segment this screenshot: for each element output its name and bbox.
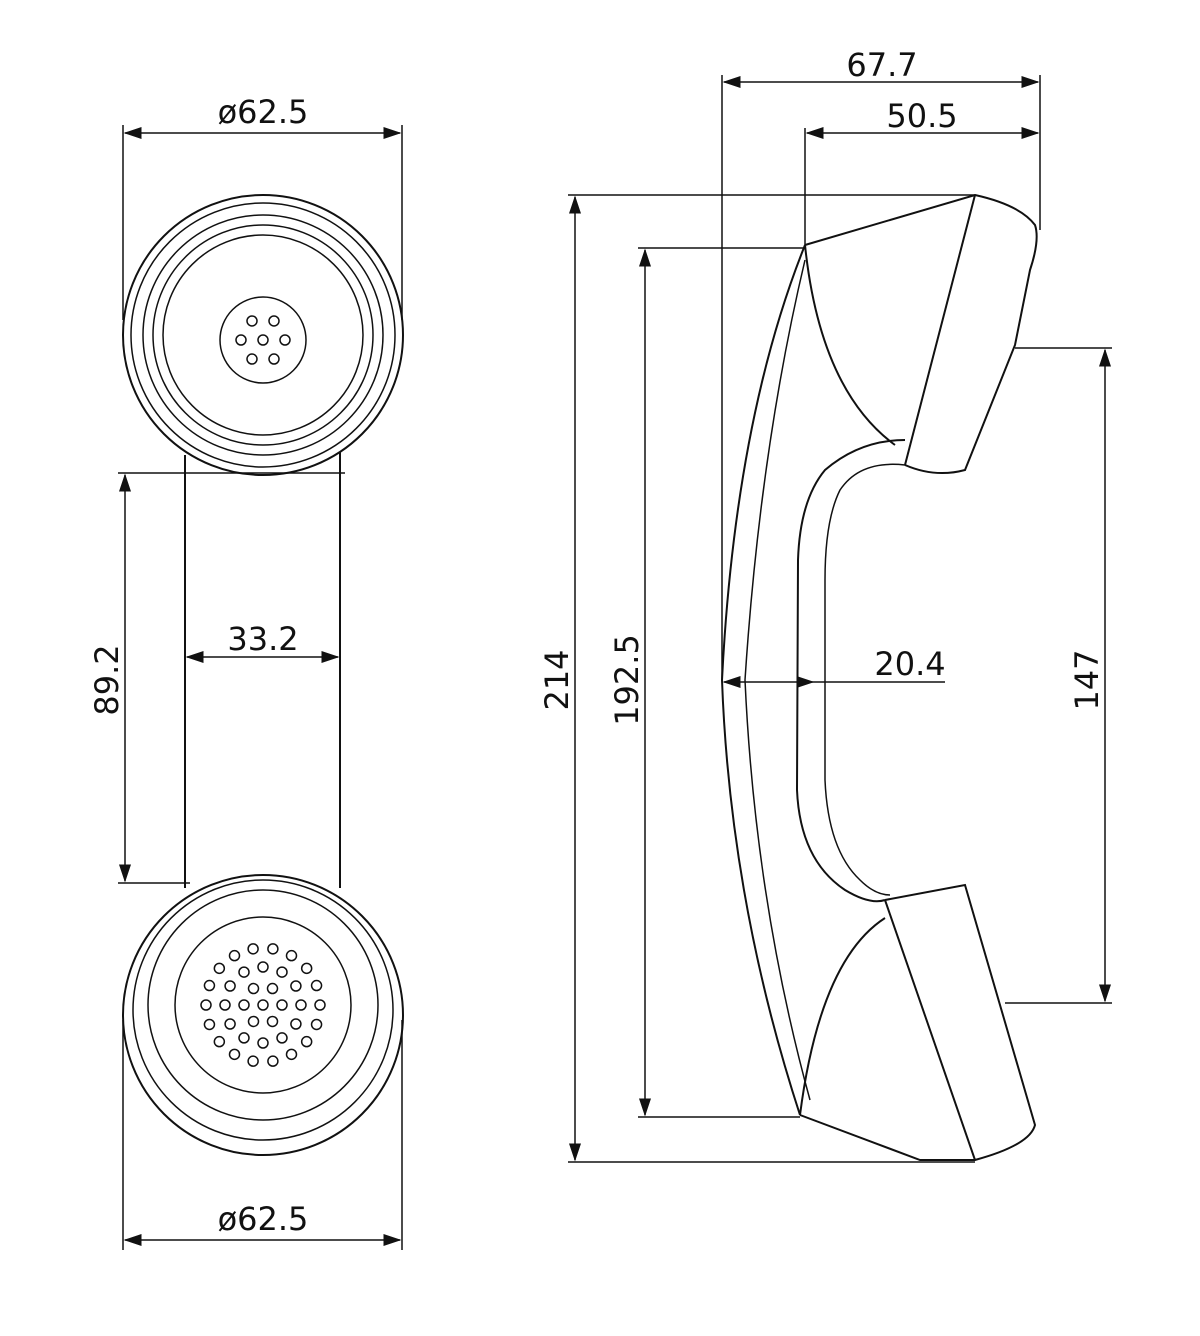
cup-spacing-label: 147 — [1068, 649, 1106, 710]
inner-length-label: 192.5 — [608, 634, 646, 726]
dimension-handle-width: 33.2 — [185, 620, 340, 663]
dimension-cup-depth: 50.5 — [804, 97, 1040, 245]
hole — [267, 943, 279, 955]
hole — [285, 1048, 298, 1061]
hole — [246, 353, 258, 365]
hole — [246, 315, 258, 327]
earpiece-holes — [235, 315, 291, 365]
hole — [247, 1015, 260, 1028]
hole — [290, 980, 302, 992]
hole — [219, 999, 231, 1011]
dimension-handle-length: 89.2 — [88, 472, 345, 884]
cup-depth-label: 50.5 — [886, 97, 957, 135]
side-view: 67.7 50.5 214 192.5 20.4 147 — [538, 46, 1112, 1163]
dimension-overall-length: 214 — [538, 194, 975, 1163]
hole — [247, 982, 260, 995]
overall-depth-label: 67.7 — [846, 46, 917, 84]
bottom-diameter-label: ø62.5 — [218, 1200, 309, 1238]
hole — [276, 966, 288, 978]
hole — [276, 999, 288, 1011]
handle-width-label: 33.2 — [227, 620, 298, 658]
hole — [257, 961, 269, 973]
hole — [203, 1018, 216, 1031]
hole — [266, 982, 279, 995]
hole — [257, 334, 269, 346]
dimension-bottom-diameter: ø62.5 — [122, 1020, 403, 1250]
front-view: ø62.5 ø62.5 89.2 33.2 — [88, 93, 404, 1250]
dimension-overall-depth: 67.7 — [721, 46, 1041, 680]
hole — [228, 1048, 241, 1061]
hole — [257, 1037, 269, 1049]
hole — [238, 999, 250, 1011]
handle-length-label: 89.2 — [88, 644, 126, 715]
hole — [314, 999, 326, 1011]
dimension-inner-length: 192.5 — [608, 247, 805, 1118]
dimension-cup-spacing: 147 — [1005, 347, 1112, 1004]
hole — [228, 949, 241, 962]
overall-length-label: 214 — [538, 649, 576, 710]
hole — [247, 1055, 259, 1067]
dimension-top-diameter: ø62.5 — [122, 93, 403, 320]
hole — [310, 979, 323, 992]
earpiece-cup — [122, 194, 404, 476]
hole — [224, 1018, 236, 1030]
handle-front — [184, 452, 341, 888]
hole — [300, 1035, 313, 1048]
top-diameter-label: ø62.5 — [218, 93, 309, 131]
hole — [268, 315, 280, 327]
hole — [295, 999, 307, 1011]
mouthpiece-cup — [122, 874, 404, 1156]
hole — [266, 1015, 279, 1028]
hole — [257, 999, 269, 1011]
hole — [290, 1018, 302, 1030]
hole — [235, 334, 247, 346]
hole — [238, 1032, 250, 1044]
dimension-handle-thickness: 20.4 — [722, 645, 946, 688]
hole — [300, 962, 313, 975]
hole — [224, 980, 236, 992]
mouthpiece-holes — [200, 943, 326, 1067]
hole — [310, 1018, 323, 1031]
hole — [200, 999, 212, 1011]
hole — [267, 1055, 279, 1067]
hole — [213, 1035, 226, 1048]
hole — [203, 979, 216, 992]
hole — [285, 949, 298, 962]
hole — [276, 1032, 288, 1044]
handle-thickness-label: 20.4 — [874, 645, 945, 683]
hole — [279, 334, 291, 346]
hole — [247, 943, 259, 955]
hole — [213, 962, 226, 975]
hole — [238, 966, 250, 978]
hole — [268, 353, 280, 365]
